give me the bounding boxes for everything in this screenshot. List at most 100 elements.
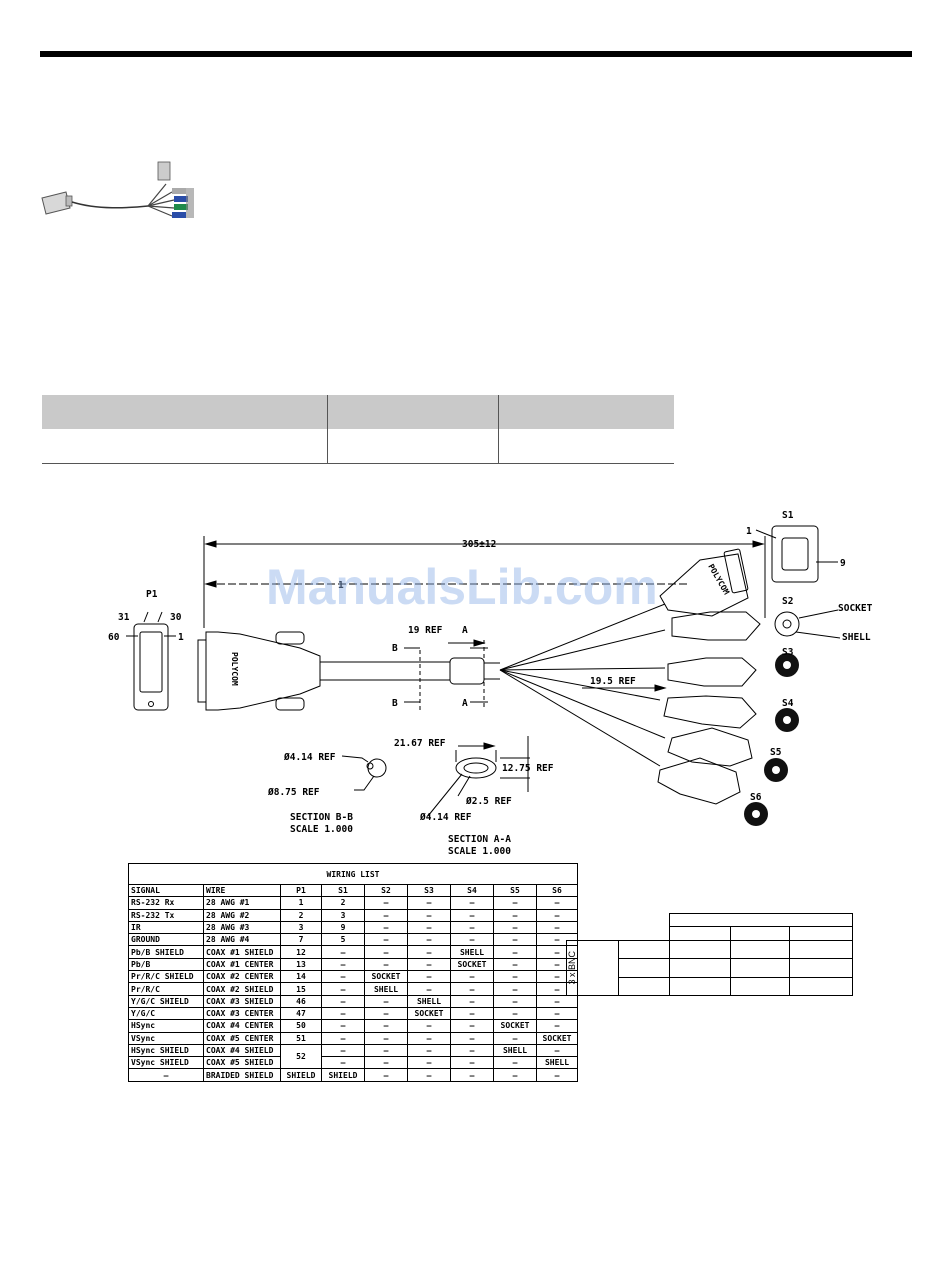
wiring-cell: SHELL bbox=[364, 982, 408, 996]
bnc-cell bbox=[668, 958, 731, 978]
bnc-table: 3 x BNC bbox=[566, 913, 853, 997]
wiring-cell: — bbox=[493, 994, 537, 1008]
section-marker-a-top: A bbox=[462, 625, 468, 636]
bnc-cell bbox=[729, 976, 790, 997]
cable-thumbnail-image bbox=[41, 161, 194, 218]
bnc-label: 3 x BNC bbox=[567, 951, 577, 985]
dim-12-75-ref: 12.75 REF bbox=[502, 763, 554, 774]
wiring-cell: — bbox=[364, 994, 408, 1008]
wiring-cell: — bbox=[407, 933, 451, 947]
spec-table-header bbox=[42, 395, 674, 429]
wiring-cell: — bbox=[450, 933, 494, 947]
wiring-cell: — bbox=[493, 970, 537, 984]
wiring-cell: COAX #3 CENTER bbox=[203, 1006, 281, 1021]
wiring-cell: — bbox=[450, 920, 494, 935]
wiring-cell: HSync bbox=[128, 1019, 204, 1033]
wiring-cell: — bbox=[536, 1068, 578, 1082]
wiring-cell: — bbox=[450, 896, 494, 910]
wiring-cell: 50 bbox=[280, 1019, 322, 1033]
wiring-cell: — bbox=[407, 920, 451, 935]
bnc-cell bbox=[788, 958, 853, 978]
wiring-cell: — bbox=[364, 1043, 408, 1058]
wiring-cell: — bbox=[493, 982, 537, 996]
bnc-cell bbox=[618, 958, 670, 978]
dim-4-14-ref-a: Ø4.14 REF bbox=[419, 812, 472, 823]
spec-table-row bbox=[42, 429, 674, 464]
wiring-cell: — bbox=[536, 1006, 578, 1021]
wiring-cell: 15 bbox=[280, 982, 322, 996]
wiring-cell: — bbox=[450, 908, 494, 922]
label-s5: S5 bbox=[770, 747, 782, 758]
wiring-cell: 5 bbox=[321, 933, 365, 947]
wiring-cell: 3 bbox=[321, 908, 365, 922]
label-pin-31: 31 bbox=[118, 612, 130, 623]
label-pin-30: 30 bbox=[170, 612, 182, 623]
dim-second-length: 1 bbox=[338, 580, 344, 591]
spec-table bbox=[42, 395, 674, 464]
bnc-header-cell bbox=[668, 913, 853, 927]
dim-overall-length: 305±12 bbox=[462, 539, 496, 550]
section-marker-b-top: B bbox=[392, 643, 398, 654]
wiring-cell: GROUND bbox=[128, 933, 204, 947]
wiring-title-row: WIRING LIST bbox=[128, 863, 578, 885]
spec-cell bbox=[498, 429, 674, 464]
wiring-cell: — bbox=[536, 908, 578, 922]
section-bb-scale: SCALE 1.000 bbox=[290, 824, 353, 835]
wiring-cell: — bbox=[450, 1043, 494, 1058]
wiring-cell: RS-232 Rx bbox=[128, 896, 204, 910]
wiring-cell: — bbox=[364, 957, 408, 972]
section-aa-title: SECTION A-A bbox=[448, 834, 511, 845]
label-pin-1: 1 bbox=[178, 632, 184, 643]
wiring-cell: — bbox=[450, 982, 494, 996]
wiring-cell: 1 bbox=[280, 896, 322, 910]
wiring-cell: — bbox=[450, 1006, 494, 1021]
wiring-cell: BRAIDED SHIELD bbox=[203, 1068, 281, 1082]
bnc-cell bbox=[788, 939, 853, 960]
bnc-cell bbox=[668, 976, 731, 997]
wiring-cell: SHELL bbox=[450, 945, 494, 959]
wiring-cell: 28 AWG #2 bbox=[203, 908, 281, 922]
label-s1-pin1: 1 bbox=[746, 526, 752, 537]
wiring-cell: 47 bbox=[280, 1006, 322, 1021]
wiring-cell: Y/G/C SHIELD bbox=[128, 994, 204, 1008]
wiring-cell: 46 bbox=[280, 994, 322, 1008]
wiring-cell: — bbox=[536, 1043, 578, 1058]
wiring-cell: — bbox=[364, 1006, 408, 1021]
spec-header-cell bbox=[42, 395, 328, 429]
bnc-cell bbox=[618, 976, 670, 997]
wiring-cell: 14 bbox=[280, 970, 322, 984]
wiring-cell: 28 AWG #3 bbox=[203, 920, 281, 935]
wiring-cell: — bbox=[364, 920, 408, 935]
wiring-cell: 13 bbox=[280, 957, 322, 972]
wiring-cell: COAX #2 SHIELD bbox=[203, 982, 281, 996]
wiring-header-cell: P1 bbox=[280, 883, 322, 898]
wiring-cell: — bbox=[536, 896, 578, 910]
bnc-cell bbox=[788, 926, 853, 941]
brand-text-p1: POLYCOM bbox=[230, 652, 239, 686]
wiring-cell: SOCKET bbox=[407, 1006, 451, 1021]
wiring-header-cell: S6 bbox=[536, 883, 578, 898]
wiring-cell: — bbox=[536, 920, 578, 935]
bnc-row-header bbox=[567, 913, 853, 927]
wiring-cell: VSync SHIELD bbox=[128, 1056, 204, 1070]
wiring-cell: — bbox=[321, 982, 365, 996]
wiring-cell: — bbox=[407, 908, 451, 922]
wiring-cell: — bbox=[364, 1068, 408, 1082]
wiring-cell: COAX #5 SHIELD bbox=[203, 1056, 281, 1070]
wiring-header-cell: S4 bbox=[450, 883, 494, 898]
wiring-header-cell: SIGNAL bbox=[128, 883, 204, 898]
dim-8-75-ref: Ø8.75 REF bbox=[267, 787, 320, 798]
bnc-cell bbox=[729, 958, 790, 978]
bnc-label-cell: 3 x BNC bbox=[566, 940, 619, 996]
wiring-cell: — bbox=[321, 1019, 365, 1033]
section-bb-title: SECTION B-B bbox=[290, 812, 353, 823]
